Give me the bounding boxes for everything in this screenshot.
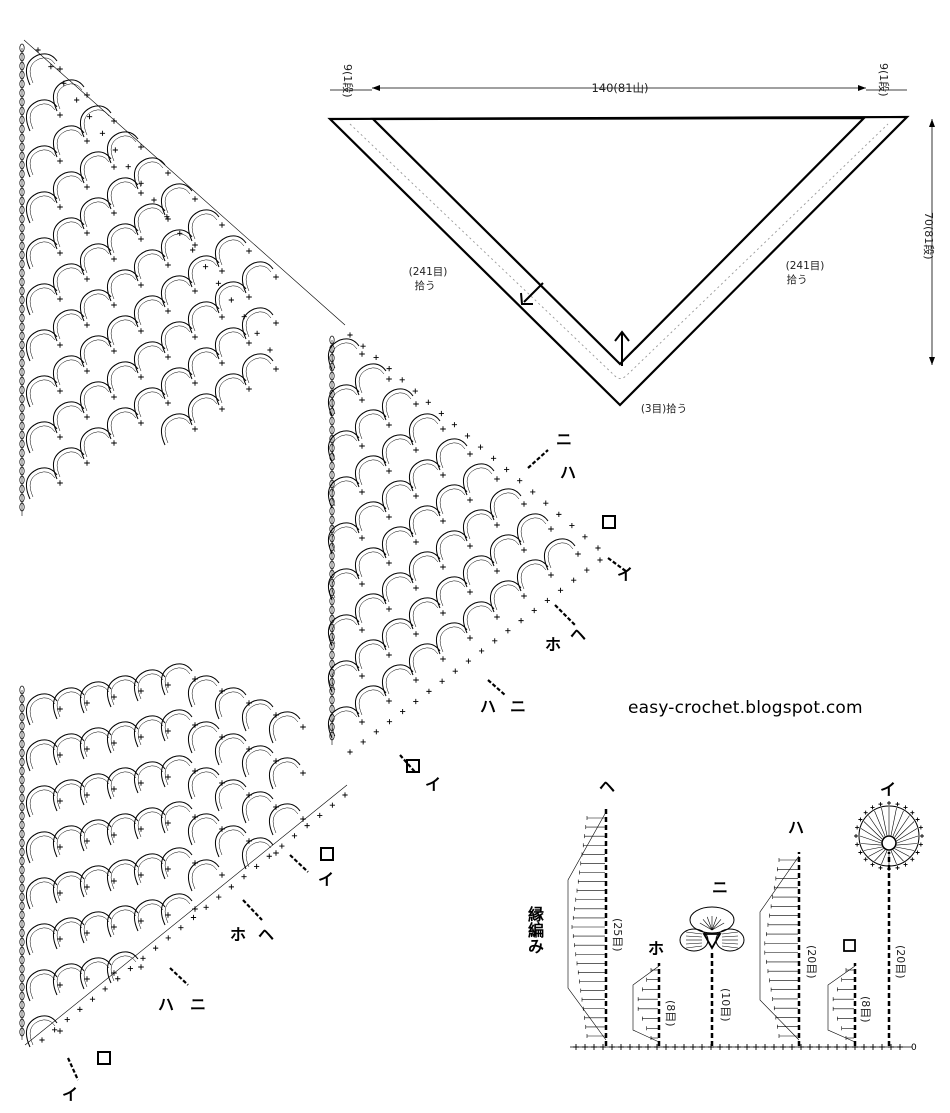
i-flower-motif	[854, 801, 924, 871]
pickup-left-count: (241目)	[409, 266, 448, 278]
edging-count-ro: (8目)	[859, 996, 872, 1023]
edging-base-stitches	[573, 1044, 903, 1050]
edging-chart-i: (20目) イ	[854, 780, 924, 1046]
mark-he-mid: ヘ	[570, 625, 586, 644]
edging-chart-he: (25目) ヘ	[567, 777, 624, 1046]
edging-mark-i: イ	[880, 780, 896, 799]
edging-mark-ha: ハ	[788, 818, 804, 837]
pickup-center: (3目)拾う	[641, 402, 687, 415]
edging-count-i: (20目)	[894, 945, 907, 979]
mark-ro-bot	[320, 847, 334, 861]
pickup-left-verb: 拾う	[415, 279, 436, 292]
edging-mark-he: ヘ	[599, 777, 615, 796]
height-arrow-bottom	[929, 357, 935, 365]
edging-mark-ro-box	[843, 939, 856, 952]
ni-flower-motif	[679, 906, 745, 952]
mark-ni-bot: ニ	[190, 995, 206, 1014]
stitch-chart-bottom	[19, 663, 348, 1048]
mark-ni-mid-2: ニ	[510, 697, 526, 716]
mark-ro-mid-2	[406, 759, 420, 773]
mark-ha-mid: ハ	[560, 463, 576, 482]
mark-ro-mid	[602, 515, 616, 529]
watermark: easy-crochet.blogspot.com	[628, 698, 863, 718]
stitch-chart-left	[19, 43, 279, 516]
edging-mark-ho: ホ	[648, 939, 664, 958]
pickup-right-count: (241目)	[786, 260, 825, 272]
mark-ho-mid: ホ	[545, 635, 561, 654]
width-arrow-left	[372, 85, 380, 91]
edging-chart-ro: (8目)	[827, 939, 872, 1046]
edging-count-he: (25目)	[611, 918, 624, 952]
height-arrow-top	[929, 119, 935, 127]
pickup-right-verb: 拾う	[787, 273, 808, 286]
edging-chart-ho: (8目) ホ	[632, 939, 677, 1046]
mark-i-bot-2: イ	[62, 1085, 78, 1104]
mark-ha-mid-2: ハ	[480, 697, 496, 716]
edging-chart-ha: (20目) ハ	[759, 818, 818, 1046]
mark-he-bot: ヘ	[258, 925, 274, 944]
mark-ha-bot: ハ	[158, 995, 174, 1014]
mark-i-mid: イ	[617, 565, 633, 584]
mark-i-mid-2: イ	[425, 775, 441, 794]
shawl-dashed-guide	[349, 123, 889, 379]
edging-title: 縁編み	[525, 906, 544, 954]
edging-mark-ni: ニ	[712, 878, 728, 897]
direction-arrow-left	[520, 282, 544, 305]
chart-edge-lines	[23, 39, 348, 1046]
shawl-inner-outline	[370, 116, 867, 366]
mark-ro-bot-2	[97, 1051, 111, 1065]
edging-count-ha: (20目)	[805, 945, 818, 979]
edging-count-ho: (8目)	[664, 1000, 677, 1027]
width-dimension: 140(81山)	[591, 81, 648, 95]
mark-ho-bot: ホ	[230, 925, 246, 944]
mark-ni-mid: ニ	[556, 430, 572, 449]
shawl-schematic: 140(81山) 9(1段) 9(1段) 70(81段) (241目) 拾う (…	[327, 63, 936, 415]
height-dimension: 70(81段)	[922, 212, 936, 260]
edging-start-mark: 0	[911, 1043, 917, 1053]
edging-charts: (25目) ヘ (8目) ホ (10目) ニ	[567, 777, 924, 1053]
edging-chart-ni: (10目) ニ	[679, 878, 745, 1046]
left-border-dimension: 9(1段)	[341, 64, 355, 98]
right-border-dimension: 9(1段)	[877, 63, 891, 97]
width-arrow-right	[858, 85, 866, 91]
stitch-chart-middle	[327, 332, 603, 755]
mark-i-bot: イ	[318, 870, 334, 889]
edging-count-ni: (10目)	[719, 988, 732, 1022]
direction-arrow-up	[614, 330, 630, 366]
